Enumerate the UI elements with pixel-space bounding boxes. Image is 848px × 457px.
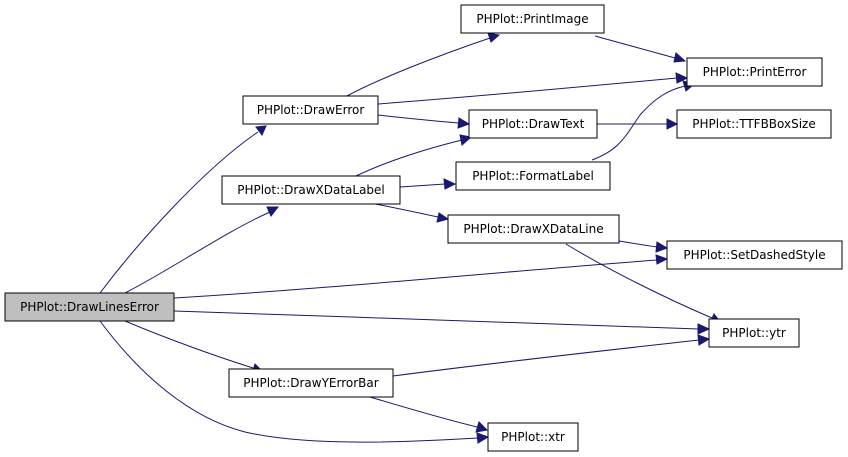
edge-drawyerrorbar-xtr <box>369 396 489 433</box>
edge-drawyerrorbar-ytr <box>392 334 711 377</box>
node-ttfbboxsize-label: PHPlot::TTFBBoxSize <box>692 117 816 131</box>
edge-drawxdatalabel-drawxdataline <box>369 202 450 223</box>
node-setdashedstyle-label: PHPlot::SetDashedStyle <box>683 248 825 262</box>
node-printerror[interactable]: PHPlot::PrintError <box>686 57 823 87</box>
function-nodes: PHPlot::DrawLinesError PHPlot::DrawError… <box>4 4 843 452</box>
edge-drawtext-ttfbboxsize <box>597 118 679 130</box>
edge-drawlineserror-xtr <box>99 320 490 444</box>
node-ytr-label: PHPlot::ytr <box>722 326 786 340</box>
node-drawxdatalabel[interactable]: PHPlot::DrawXDataLabel <box>221 175 401 205</box>
edge-drawerror-printerror <box>377 72 689 105</box>
node-drawxdataline[interactable]: PHPlot::DrawXDataLine <box>447 214 620 244</box>
node-drawerror-label: PHPlot::DrawError <box>257 103 365 117</box>
node-drawlineserror[interactable]: PHPlot::DrawLinesError <box>4 292 175 322</box>
node-drawxdataline-label: PHPlot::DrawXDataLine <box>463 222 603 236</box>
node-drawlineserror-label: PHPlot::DrawLinesError <box>20 300 159 314</box>
node-printimage-label: PHPlot::PrintImage <box>476 12 588 26</box>
node-xtr-label: PHPlot::xtr <box>501 430 565 444</box>
node-ttfbboxsize[interactable]: PHPlot::TTFBBoxSize <box>676 109 832 139</box>
edge-drawxdatalabel-formatlabel <box>399 178 457 190</box>
edge-drawxdatalabel-drawtext <box>355 134 473 177</box>
node-formatlabel[interactable]: PHPlot::FormatLabel <box>455 161 611 191</box>
node-drawyerrorbar-label: PHPlot::DrawYErrorBar <box>243 376 378 390</box>
edge-drawxdataline-setdasheddstyle <box>618 240 669 253</box>
node-ytr[interactable]: PHPlot::ytr <box>708 318 800 348</box>
node-drawerror[interactable]: PHPlot::DrawError <box>242 95 379 125</box>
node-drawtext-label: PHPlot::DrawText <box>482 117 585 131</box>
call-edges <box>99 32 723 444</box>
edge-printimage-printerror <box>594 35 687 63</box>
edge-drawerror-drawtext <box>377 114 471 129</box>
edge-drawerror-printimage <box>344 32 501 98</box>
edge-drawlineserror-drawxdatalabel <box>124 206 280 294</box>
edge-drawlineserror-drawerror <box>99 125 267 294</box>
edge-drawlineserror-ytr <box>173 310 711 335</box>
edge-drawlineserror-drawyerrorbar <box>124 320 265 374</box>
node-formatlabel-label: PHPlot::FormatLabel <box>472 169 594 183</box>
node-printerror-label: PHPlot::PrintError <box>703 65 807 79</box>
node-drawtext[interactable]: PHPlot::DrawText <box>468 109 598 139</box>
node-xtr[interactable]: PHPlot::xtr <box>487 422 579 452</box>
node-setdashedstyle[interactable]: PHPlot::SetDashedStyle <box>666 240 843 270</box>
node-drawxdatalabel-label: PHPlot::DrawXDataLabel <box>237 183 385 197</box>
node-drawyerrorbar[interactable]: PHPlot::DrawYErrorBar <box>228 368 394 398</box>
node-printimage[interactable]: PHPlot::PrintImage <box>460 4 605 34</box>
edge-drawlineserror-setdasheddstyle <box>173 254 669 299</box>
